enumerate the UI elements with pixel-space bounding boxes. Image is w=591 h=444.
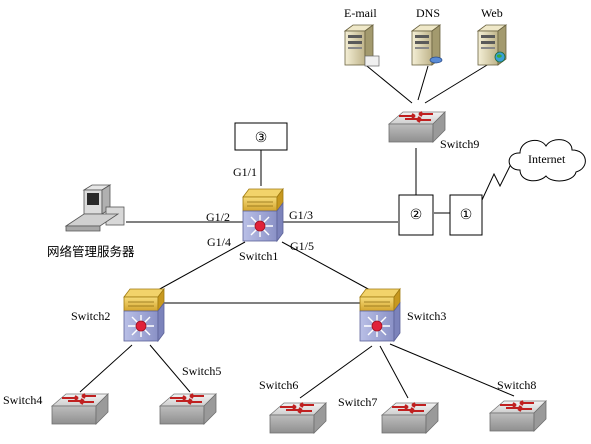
- switch9-label: Switch9: [440, 137, 479, 151]
- box-1[interactable]: ①: [449, 194, 483, 236]
- switch1-label: Switch1: [239, 249, 278, 263]
- port-g1-1-label: G1/1: [233, 165, 257, 179]
- link-switch1-switch3: [281, 241, 371, 291]
- internet-cloud[interactable]: Internet: [508, 139, 586, 182]
- dns-label: DNS: [416, 6, 440, 20]
- link-switch3-switch8: [389, 343, 515, 397]
- server-dns: DNS: [411, 6, 443, 66]
- link-switch2-switch5: [149, 344, 191, 393]
- workgroup-switch-icon: [159, 393, 217, 425]
- workgroup-switch-icon: [388, 111, 446, 143]
- link-switch1-switch2: [157, 241, 246, 291]
- switch7-label: Switch7: [338, 395, 377, 409]
- email-label: E-mail: [344, 6, 377, 20]
- link-web-switch9: [424, 61, 493, 104]
- layer3-switch-icon: [242, 188, 284, 242]
- switch4[interactable]: Switch4: [3, 393, 109, 425]
- layer3-switch-icon: [123, 288, 165, 342]
- internet-label: Internet: [528, 152, 566, 166]
- layer3-switch-icon: [359, 288, 401, 342]
- switch3[interactable]: Switch3: [359, 288, 446, 342]
- link-switch2-switch4: [79, 344, 133, 393]
- box-2[interactable]: ②: [398, 194, 434, 236]
- link-switch3-switch6: [299, 345, 373, 399]
- web-label: Web: [481, 6, 503, 20]
- link-dns-switch9: [417, 65, 429, 101]
- workgroup-switch-icon: [51, 393, 109, 425]
- port-g1-4-label: G1/4: [207, 235, 231, 249]
- switch2-label: Switch2: [71, 309, 110, 323]
- box-3-frame: [234, 122, 288, 151]
- switch8[interactable]: Switch8: [489, 378, 547, 432]
- link-email-switch9: [361, 61, 413, 104]
- switch7[interactable]: Switch7: [338, 395, 439, 434]
- workstation-icon: [64, 184, 125, 232]
- switch3-label: Switch3: [407, 309, 446, 323]
- box-3[interactable]: ③: [234, 122, 288, 151]
- link-switch3-switch7: [379, 345, 409, 399]
- box-1-frame: [449, 194, 483, 236]
- box-2-label: ②: [410, 207, 423, 223]
- port-g1-3-label: G1/3: [289, 208, 313, 222]
- server-email: E-mail: [344, 6, 380, 67]
- port-g1-2-label: G1/2: [206, 210, 230, 224]
- switch5-label: Switch5: [182, 364, 221, 378]
- switch1[interactable]: Switch1: [239, 188, 284, 263]
- switch8-label: Switch8: [497, 378, 536, 392]
- pc-label: 网络管理服务器: [47, 244, 135, 259]
- cloud-icon: [508, 139, 586, 182]
- port-g1-5-label: G1/5: [290, 239, 314, 253]
- box-2-frame: [398, 194, 434, 236]
- workgroup-switch-icon: [381, 402, 439, 434]
- network-management-server[interactable]: 网络管理服务器: [47, 184, 135, 259]
- switch6-label: Switch6: [259, 378, 298, 392]
- switch6[interactable]: Switch6: [259, 378, 327, 434]
- switch5[interactable]: Switch5: [159, 364, 221, 425]
- link-box1-internet: [481, 157, 515, 201]
- globe-land-icon: [497, 54, 502, 58]
- workgroup-switch-icon: [269, 402, 327, 434]
- workgroup-switch-icon: [489, 400, 547, 432]
- switch2[interactable]: Switch2: [71, 288, 165, 342]
- switch9[interactable]: Switch9: [388, 111, 479, 151]
- server-email-disk: [364, 55, 380, 67]
- dns-database-icon: [429, 56, 443, 64]
- switch4-label: Switch4: [3, 393, 42, 407]
- links: [79, 61, 515, 399]
- server-web: Web: [477, 6, 507, 66]
- box-3-label: ③: [255, 130, 268, 146]
- box-1-label: ①: [460, 207, 473, 223]
